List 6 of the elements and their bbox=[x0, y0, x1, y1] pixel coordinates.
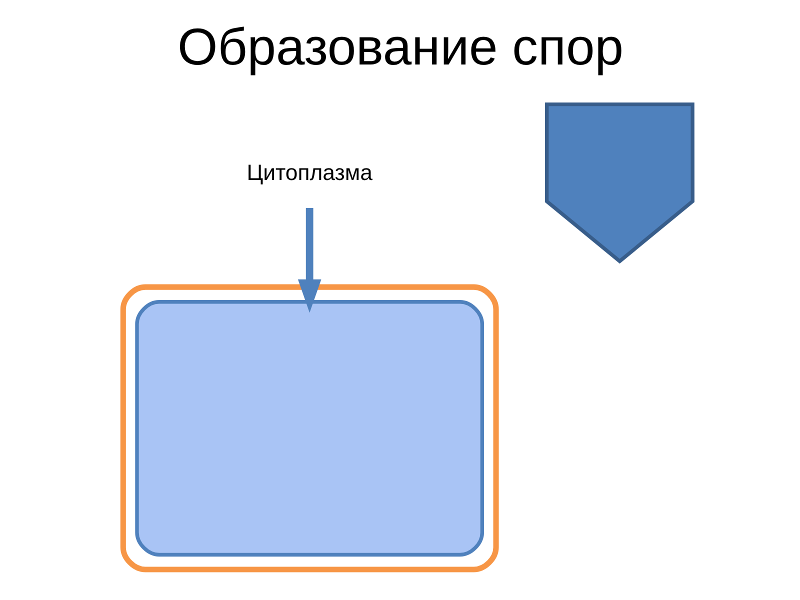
node-arrow bbox=[544, 102, 694, 264]
diagram-title: Образование спор bbox=[177, 17, 623, 76]
node-text: Цитоплазма bbox=[246, 160, 372, 186]
node-box bbox=[134, 300, 484, 557]
arrow bbox=[297, 208, 321, 313]
cluster bbox=[120, 284, 498, 572]
